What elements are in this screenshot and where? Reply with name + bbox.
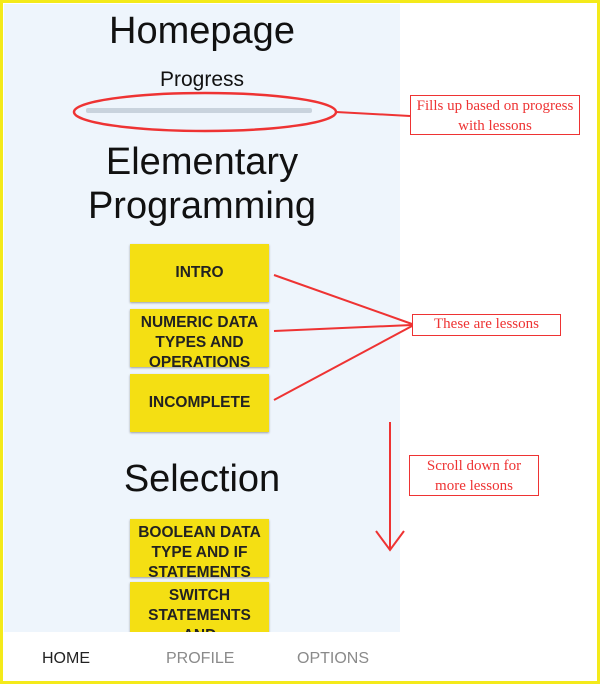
section-title-elementary-programming: Elementary Programming bbox=[4, 140, 400, 228]
annotation-lessons-note: These are lessons bbox=[412, 314, 561, 336]
nav-tab-profile[interactable]: PROFILE bbox=[166, 650, 235, 667]
annotation-scroll-note: Scroll down for more lessons bbox=[409, 455, 539, 496]
lesson-numeric-data-types-button[interactable]: NUMERIC DATA TYPES AND OPERATIONS bbox=[130, 309, 269, 367]
lesson-label: INTRO bbox=[175, 264, 224, 281]
lesson-intro-button[interactable]: INTRO bbox=[130, 244, 269, 302]
progress-label: Progress bbox=[159, 68, 245, 91]
lesson-label: NUMERIC DATA TYPES AND OPERATIONS bbox=[140, 314, 259, 367]
lesson-label: BOOLEAN DATA TYPE AND IF STATEMENTS bbox=[138, 524, 261, 577]
bottom-navigation: HOME PROFILE OPTIONS bbox=[4, 632, 596, 680]
app-screen: Homepage Progress Elementary Programming… bbox=[4, 4, 400, 632]
section-title-line: Elementary bbox=[105, 141, 299, 183]
annotation-progress-note: Fills up based on progress with lessons bbox=[410, 95, 580, 135]
section-title-selection: Selection bbox=[123, 458, 281, 500]
nav-tab-options[interactable]: OPTIONS bbox=[297, 650, 370, 667]
progress-bar bbox=[86, 108, 312, 113]
lesson-switch-statements-button[interactable]: SWITCH STATEMENTS AND bbox=[130, 582, 269, 632]
lesson-label: SWITCH STATEMENTS AND bbox=[148, 587, 251, 632]
lesson-boolean-if-button[interactable]: BOOLEAN DATA TYPE AND IF STATEMENTS bbox=[130, 519, 269, 577]
section-title-line: Programming bbox=[87, 185, 317, 227]
lesson-label: INCOMPLETE bbox=[148, 394, 251, 411]
nav-tab-home[interactable]: HOME bbox=[42, 650, 90, 667]
page-title: Homepage bbox=[109, 10, 295, 52]
lesson-incomplete-button[interactable]: INCOMPLETE bbox=[130, 374, 269, 432]
